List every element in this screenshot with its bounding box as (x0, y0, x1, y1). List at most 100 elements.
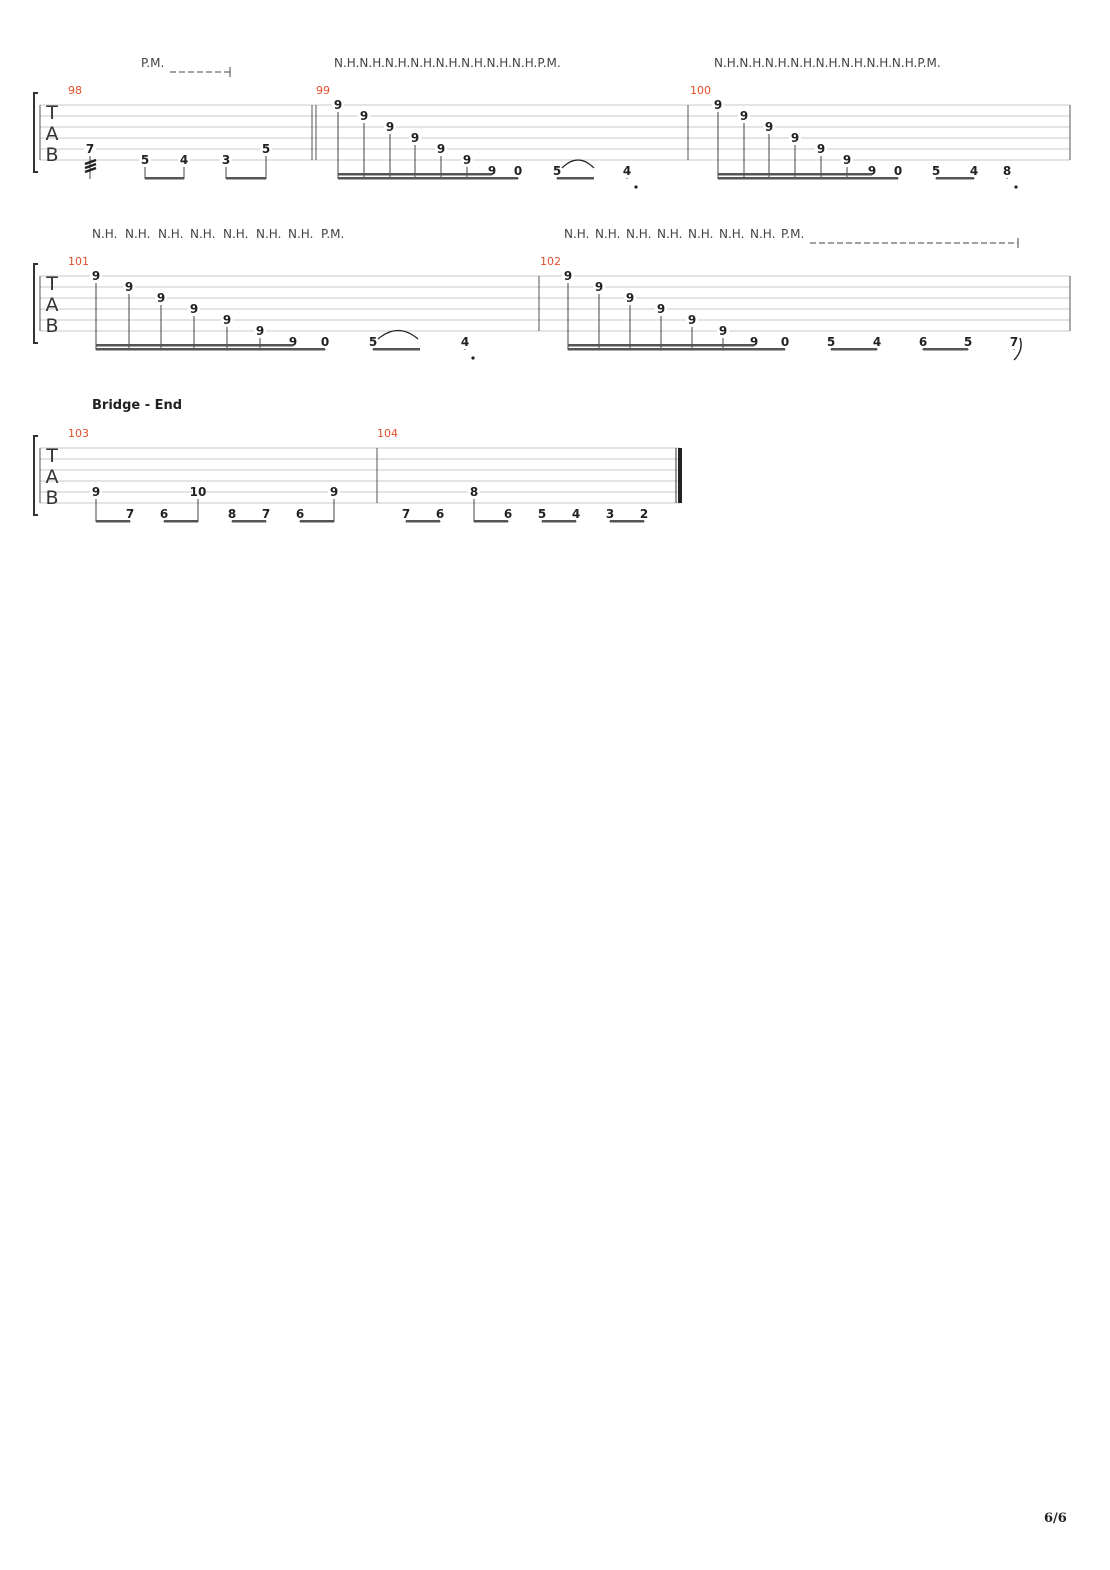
fret-number: 6 (504, 507, 512, 521)
fret-number: 7 (1010, 335, 1018, 349)
fret-mask (468, 485, 480, 497)
note-flag (1013, 337, 1022, 361)
harmonic-label: N.H. (657, 227, 682, 241)
note-beam (936, 177, 974, 180)
palm-mute-label: P.M. (321, 227, 344, 241)
note-beam (145, 177, 184, 180)
final-barline (678, 448, 682, 503)
tab-clef-letter: A (46, 123, 59, 145)
note-beam (338, 177, 518, 180)
fret-number: 9 (868, 164, 876, 178)
fret-number: 9 (360, 109, 368, 123)
fret-mask (90, 269, 102, 281)
measure-number: 98 (68, 84, 82, 97)
fret-mask (502, 507, 514, 519)
fret-mask (158, 507, 170, 519)
note-beam (610, 520, 644, 523)
fret-number: 6 (919, 335, 927, 349)
fret-mask (871, 335, 883, 347)
fret-mask (512, 164, 524, 176)
fret-mask (178, 153, 190, 165)
fret-number: 5 (141, 153, 149, 167)
harmonic-label: N.H. (719, 227, 744, 241)
fret-number: 9 (157, 291, 165, 305)
fret-mask (226, 507, 238, 519)
fret-mask (841, 153, 853, 165)
measure-number: 99 (316, 84, 330, 97)
fret-mask (712, 98, 724, 110)
fret-mask (123, 280, 135, 292)
page-number: 6/6 (1044, 1511, 1067, 1526)
fret-mask (139, 153, 151, 165)
fret-number: 8 (470, 485, 478, 499)
note-beam (96, 520, 130, 523)
note-beam (718, 173, 872, 176)
fret-number: 3 (222, 153, 230, 167)
fret-number: 9 (626, 291, 634, 305)
rhythm-dot (634, 185, 638, 189)
fret-mask (917, 335, 929, 347)
harmonic-label: N.H.N.H.N.H.N.H.N.H.N.H.N.H.N.H.P.M. (714, 56, 941, 70)
fret-number: 8 (1003, 164, 1011, 178)
harmonic-label: N.H. (564, 227, 589, 241)
fret-mask (962, 335, 974, 347)
fret-number: 0 (894, 164, 902, 178)
fret-mask (400, 507, 412, 519)
fret-number: 9 (564, 269, 572, 283)
fret-number: 6 (160, 507, 168, 521)
fret-number: 0 (514, 164, 522, 178)
tremolo-mark (84, 162, 97, 170)
tremolo-mark (84, 158, 97, 166)
fret-mask (358, 109, 370, 121)
fret-number: 5 (262, 142, 270, 156)
note-beam (923, 348, 968, 351)
fret-mask (192, 485, 204, 497)
measure-number: 104 (377, 427, 398, 440)
fret-number: 7 (262, 507, 270, 521)
fret-number: 2 (640, 507, 648, 521)
fret-mask (260, 507, 272, 519)
fret-mask (434, 507, 446, 519)
fret-number: 9 (256, 324, 264, 338)
fret-mask (968, 164, 980, 176)
note-beam (718, 177, 898, 180)
palm-mute-label: P.M. (781, 227, 804, 241)
system-bracket (33, 92, 38, 173)
tab-clef-letter: A (46, 466, 59, 488)
fret-mask (221, 313, 233, 325)
note-beam (164, 520, 198, 523)
fret-mask (779, 335, 791, 347)
fret-mask (84, 142, 96, 154)
note-beam (232, 520, 266, 523)
fret-number: 9 (714, 98, 722, 112)
fret-mask (220, 153, 232, 165)
fret-number: 6 (296, 507, 304, 521)
fret-number: 9 (223, 313, 231, 327)
fret-mask (260, 142, 272, 154)
fret-number: 3 (606, 507, 614, 521)
fret-number: 9 (488, 164, 496, 178)
fret-number: 5 (369, 335, 377, 349)
fret-number: 5 (538, 507, 546, 521)
fret-number: 0 (321, 335, 329, 349)
note-beam (831, 348, 877, 351)
fret-number: 4 (461, 335, 469, 349)
tab-clef-letter: T (45, 273, 58, 295)
fret-mask (686, 313, 698, 325)
fret-mask (738, 109, 750, 121)
fret-mask (815, 142, 827, 154)
fret-number: 5 (964, 335, 972, 349)
fret-mask (655, 302, 667, 314)
note-beam (406, 520, 440, 523)
tab-clef-letter: B (45, 144, 58, 166)
fret-mask (155, 291, 167, 303)
fret-mask (593, 280, 605, 292)
fret-number: 8 (228, 507, 236, 521)
fret-number: 4 (970, 164, 978, 178)
fret-number: 9 (190, 302, 198, 316)
harmonic-label: N.H. (125, 227, 150, 241)
fret-mask (930, 164, 942, 176)
fret-mask (254, 324, 266, 336)
system-bracket (33, 435, 38, 516)
fret-mask (461, 153, 473, 165)
